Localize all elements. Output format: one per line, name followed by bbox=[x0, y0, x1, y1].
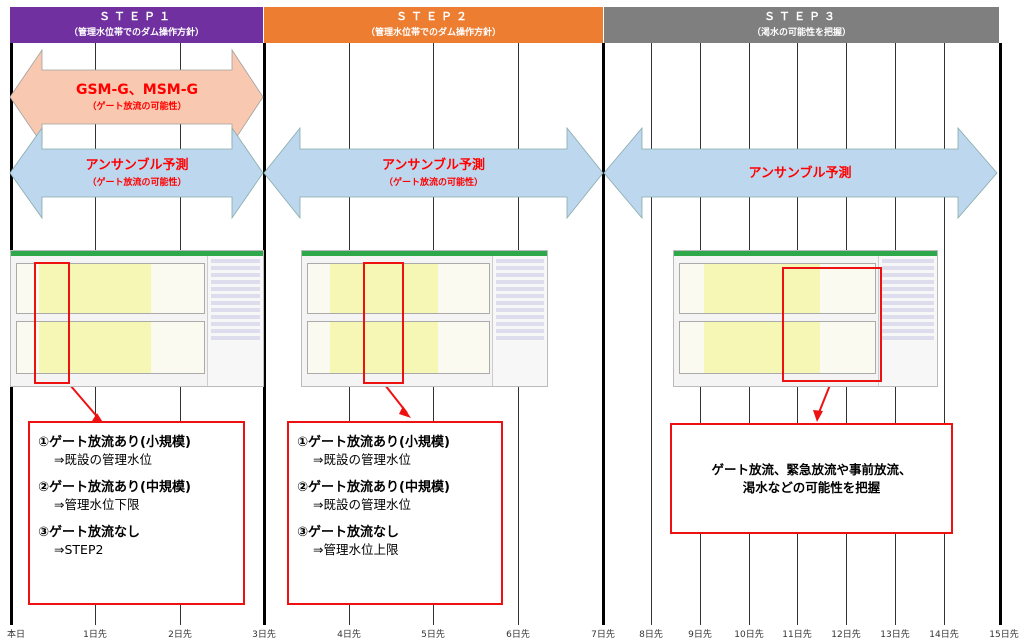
tick-label: 11日先 bbox=[782, 630, 812, 640]
grid-line bbox=[944, 43, 945, 625]
result-box-step1: ①ゲート放流あり(小規模) ⇒既設の管理水位 ②ゲート放流あり(中規模) ⇒管理… bbox=[28, 421, 245, 605]
tick-label: 2日先 bbox=[168, 630, 192, 640]
tick-label: 13日先 bbox=[880, 630, 910, 640]
step1-case3-detail: ⇒STEP2 bbox=[54, 542, 104, 557]
ensemble-arrow-step1 bbox=[9, 126, 264, 220]
grid-line bbox=[263, 43, 266, 625]
gsm-sub: （ゲート放流の可能性） bbox=[87, 102, 187, 112]
step1-case2-head: ②ゲート放流あり(中規模) bbox=[38, 480, 191, 495]
step1-case2-detail: ⇒管理水位下限 bbox=[54, 497, 140, 512]
tick-label: 10日先 bbox=[734, 630, 764, 640]
ensemble3-title: アンサンブル予測 bbox=[748, 166, 852, 181]
tick-label: 5日先 bbox=[421, 630, 445, 640]
step3-title: ＳＴＥＰ３ bbox=[764, 10, 839, 23]
step1-title: ＳＴＥＰ１ bbox=[99, 10, 174, 23]
step1-case3-head: ③ゲート放流なし bbox=[38, 525, 141, 540]
forecast-thumbnail-step2 bbox=[301, 250, 548, 387]
tick-label: 9日先 bbox=[688, 630, 712, 640]
tick-label: 4日先 bbox=[337, 630, 361, 640]
step2-title: ＳＴＥＰ２ bbox=[396, 10, 471, 23]
ensemble-label-step2: アンサンブル予測 （ゲート放流の可能性） bbox=[300, 157, 567, 191]
selection-frame-step3 bbox=[782, 267, 882, 382]
step1-case1-detail: ⇒既設の管理水位 bbox=[54, 452, 152, 467]
gsm-title: GSM-G、MSM-G bbox=[75, 82, 199, 98]
ensemble-arrow-step3 bbox=[603, 126, 998, 220]
step2-case1-head: ①ゲート放流あり(小規模) bbox=[297, 435, 450, 450]
step2-case1-detail: ⇒既設の管理水位 bbox=[313, 452, 411, 467]
tick-label: 8日先 bbox=[639, 630, 663, 640]
result-box-step2: ①ゲート放流あり(小規模) ⇒既設の管理水位 ②ゲート放流あり(中規模) ⇒既設… bbox=[287, 421, 503, 605]
selection-frame-step1 bbox=[34, 262, 70, 384]
tick-label: 12日先 bbox=[831, 630, 861, 640]
pointer-step3-head bbox=[813, 410, 823, 422]
step1-header: ＳＴＥＰ１ （管理水位帯でのダム操作方針） bbox=[10, 7, 263, 43]
grid-line bbox=[651, 43, 652, 625]
grid-line bbox=[602, 43, 605, 625]
tick-label: 14日先 bbox=[929, 630, 959, 640]
selection-frame-step2 bbox=[363, 262, 404, 384]
step3-subtitle: （渇水の可能性を把握） bbox=[751, 28, 851, 38]
grid-line bbox=[999, 43, 1002, 625]
step2-case2-head: ②ゲート放流あり(中規模) bbox=[297, 480, 450, 495]
forecast-thumbnail-step1 bbox=[10, 250, 264, 387]
step2-subtitle: （管理水位帯でのダム操作方針） bbox=[365, 28, 501, 38]
step2-case2-detail: ⇒既設の管理水位 bbox=[313, 497, 411, 512]
step2-header: ＳＴＥＰ２ （管理水位帯でのダム操作方針） bbox=[264, 7, 603, 43]
step3-result-line2: 渇水などの可能性を把握 bbox=[742, 479, 881, 495]
tick-label: 6日先 bbox=[506, 630, 530, 640]
tick-label: 本日 bbox=[6, 630, 26, 640]
tick-label: 7日先 bbox=[591, 630, 615, 640]
ensemble1-title: アンサンブル予測 bbox=[85, 158, 189, 173]
step2-case3-detail: ⇒管理水位上限 bbox=[313, 542, 399, 557]
tick-label: 15日先 bbox=[989, 630, 1019, 640]
tick-label: 3日先 bbox=[252, 630, 276, 640]
ensemble-arrow-step2 bbox=[263, 126, 604, 220]
ensemble-label-step3: アンサンブル予測 bbox=[642, 165, 958, 183]
result-box-step3: ゲート放流、緊急放流や事前放流、 渇水などの可能性を把握 bbox=[670, 423, 953, 534]
ensemble-label-step1: アンサンブル予測 （ゲート放流の可能性） bbox=[42, 157, 232, 191]
step1-case1-head: ①ゲート放流あり(小規模) bbox=[38, 435, 191, 450]
step3-header: ＳＴＥＰ３ （渇水の可能性を把握） bbox=[604, 7, 999, 43]
ensemble2-sub: （ゲート放流の可能性） bbox=[383, 178, 483, 188]
step2-case3-head: ③ゲート放流なし bbox=[297, 525, 400, 540]
tick-label: 1日先 bbox=[83, 630, 107, 640]
ensemble2-title: アンサンブル予測 bbox=[381, 158, 486, 173]
pointer-step3 bbox=[817, 384, 831, 416]
ensemble1-sub: （ゲート放流の可能性） bbox=[87, 178, 187, 188]
gsm-label: GSM-G、MSM-G （ゲート放流の可能性） bbox=[42, 81, 232, 115]
pointer-step1 bbox=[69, 384, 101, 421]
step3-result-line1: ゲート放流、緊急放流や事前放流、 bbox=[711, 461, 912, 477]
step1-subtitle: （管理水位帯でのダム操作方針） bbox=[68, 28, 204, 38]
forecast-thumbnail-step3 bbox=[673, 250, 938, 387]
pointer-step2-head bbox=[399, 406, 411, 418]
